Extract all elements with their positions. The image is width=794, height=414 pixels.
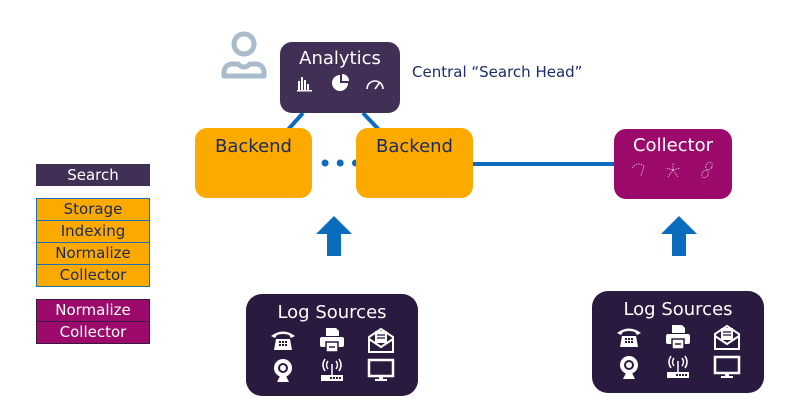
printer-icon [319,328,344,353]
analytics-box: Analytics [280,42,400,113]
legend-backend-layers: Storage Indexing Normalize Collector [36,198,150,287]
collector-label: Collector [632,135,714,156]
bar-chart-icon [297,77,313,92]
user-icon [221,31,267,79]
arrow-up-left [316,216,352,256]
ellipsis-dots: ••• [318,150,364,178]
log-sources-label: Log Sources [623,299,733,320]
central-search-head-caption: Central “Search Head” [412,63,583,81]
webcam-icon [619,356,638,379]
legend-item-normalize: Normalize [37,300,149,322]
legend-collector-layers: Normalize Collector [36,299,150,344]
legend-search: Search [36,164,150,186]
webcam-icon [273,359,292,382]
router-icon [320,358,343,381]
legend-item-search: Search [67,166,119,184]
legend-item-normalize: Normalize [37,243,149,265]
log-source-icons [592,324,764,380]
legend-item-storage: Storage [37,199,149,221]
router-icon [666,355,689,378]
backend-label: Backend [376,136,453,157]
log-source-icons [246,327,418,383]
legend-item-collector: Collector [59,266,127,284]
phone-icon [270,331,295,350]
printer-icon [665,325,690,350]
network-icon [665,163,681,178]
backend-label: Backend [215,136,292,157]
legend-item-indexing: Indexing [37,221,149,243]
phone-icon [616,328,641,347]
backend-box-2: Backend [356,128,473,198]
pie-chart-icon [331,74,349,91]
monitor-icon [368,358,395,381]
email-icon [714,324,741,350]
backend-box-1: Backend [195,128,312,198]
log-sources-box-2: Log Sources [592,291,764,393]
boomerang-icon [631,163,645,177]
legend-item-collector: Collector [59,323,127,341]
monitor-icon [714,355,741,378]
gauge-icon [365,80,384,90]
collector-box: Collector [614,129,732,199]
log-sources-label: Log Sources [277,302,387,323]
arrow-up-right [661,216,697,256]
log-sources-box-1: Log Sources [246,294,418,396]
email-icon [368,327,395,353]
analytics-label: Analytics [299,48,381,69]
chain-icon [701,161,713,179]
